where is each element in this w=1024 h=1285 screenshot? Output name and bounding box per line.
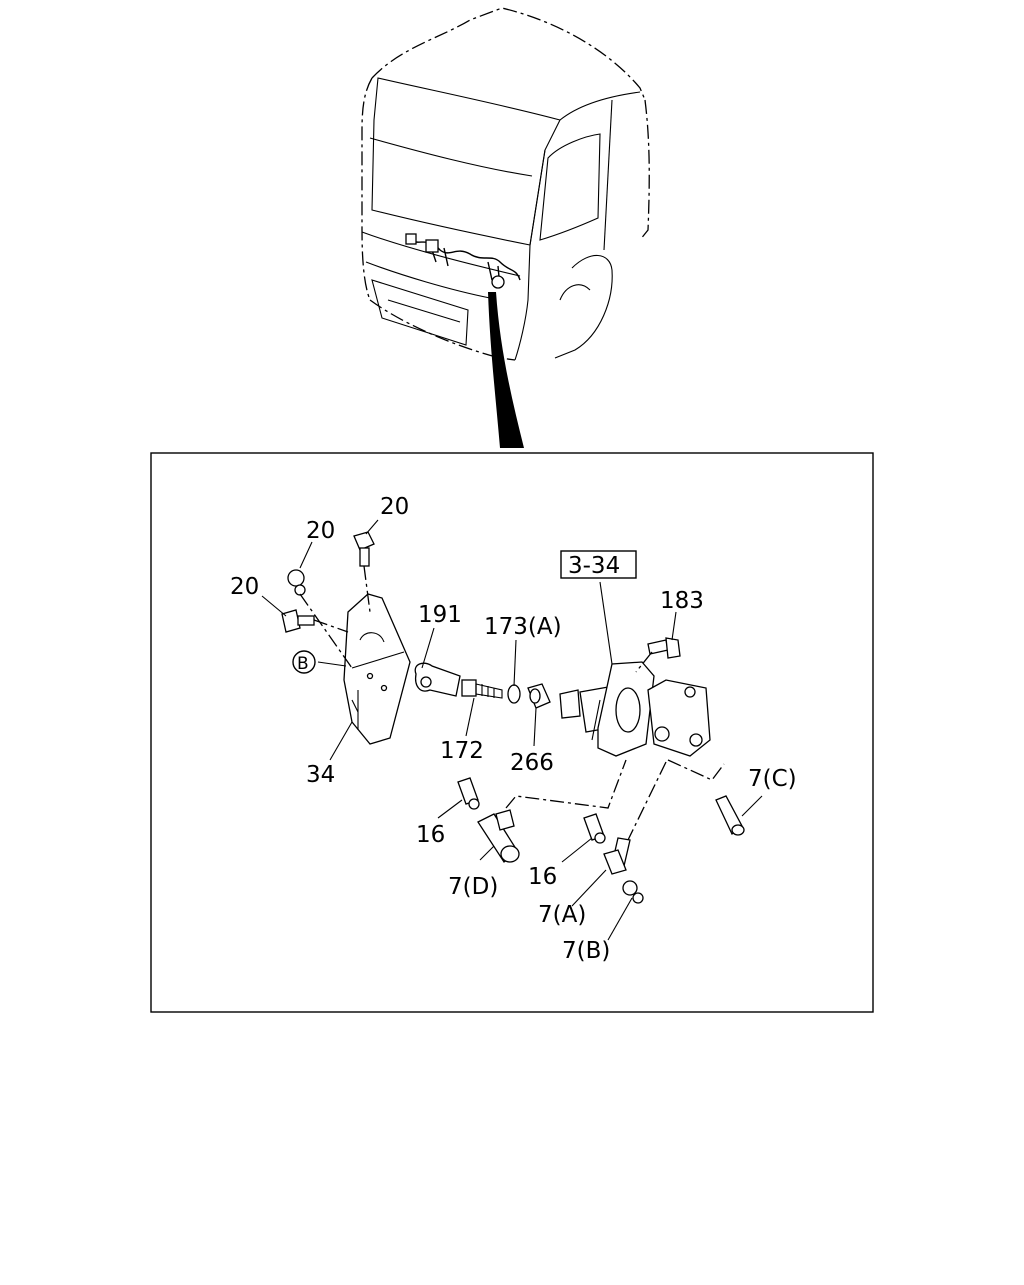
callout-7a: 7(A) [538,902,586,928]
bolt-axis-183 [635,651,653,673]
washer-173a [507,684,521,704]
bolt-axis-top [363,565,371,613]
leader-lines [261,519,763,941]
fitting-7b [622,880,644,904]
callout-173a: 173(A) [484,614,562,640]
callout-b: B [297,654,309,674]
bolt-axis-left [313,619,349,633]
fitting-7c [715,795,745,836]
bolt-axis-mid [299,593,353,669]
callout-16-left: 16 [416,822,445,848]
callout-7c: 7(C) [748,766,797,792]
bolt-20-left [281,609,315,633]
callout-3-34-box [560,550,637,579]
hose-axis-7d [505,759,627,809]
fitting-7a [603,837,631,875]
bolt-172 [461,679,503,699]
bracket-34-drawing [343,593,411,745]
fitting-16-left [457,777,480,810]
callout-3-34: 3-34 [568,553,620,579]
bolt-183 [647,637,681,659]
callout-b-circle [292,650,316,674]
axis-7a [627,761,667,841]
bolt-20-mid [287,569,306,596]
callout-20-mid: 20 [306,518,335,544]
bolt-20-top [353,531,375,567]
callout-34: 34 [306,762,335,788]
callout-16-right: 16 [528,864,557,890]
fitting-7d [477,809,520,863]
callout-20-left: 20 [230,574,259,600]
callout-191: 191 [418,602,462,628]
truck-cab-drawing [361,7,650,448]
callout-7b: 7(B) [562,938,610,964]
callout-20-top: 20 [380,494,409,520]
unit-3-34-drawing [559,661,711,757]
eye-joint-191 [414,662,461,697]
detail-frame [150,452,874,1013]
nut-266 [527,683,551,709]
axis-7c [667,759,725,781]
callout-172: 172 [440,738,484,764]
callout-7d: 7(D) [448,874,498,900]
callout-183: 183 [660,588,704,614]
fitting-16-right [583,813,606,844]
callout-266: 266 [510,750,554,776]
